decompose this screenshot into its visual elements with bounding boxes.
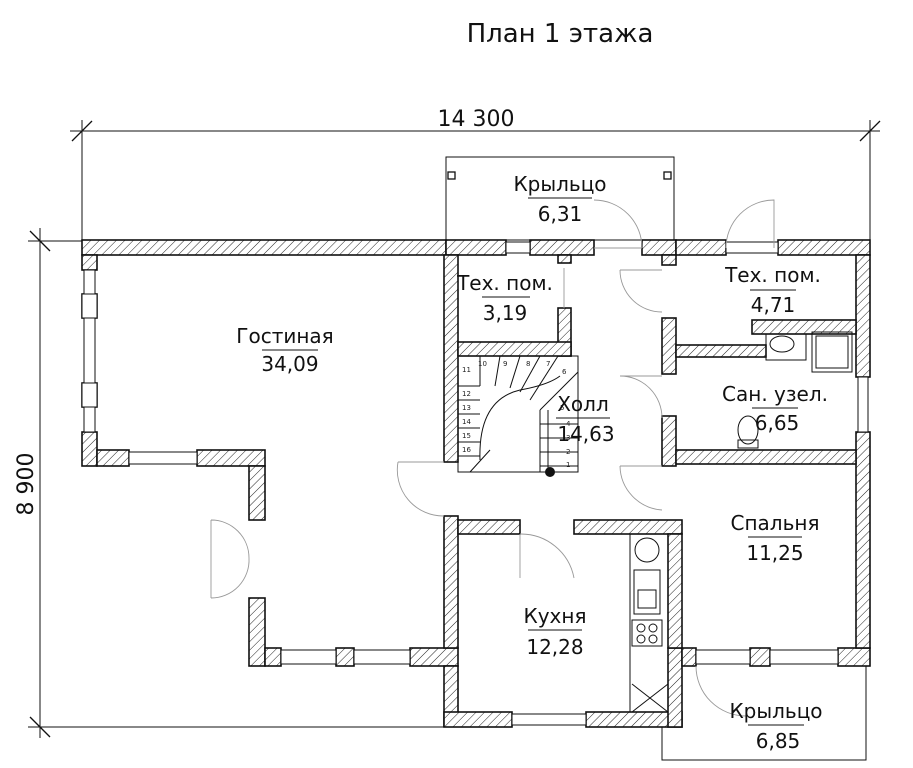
room-bedroom-name: Спальня: [731, 511, 820, 535]
stair-step-13: 13: [462, 404, 471, 412]
room-bathroom-area: 6,65: [755, 411, 800, 435]
room-tech-1-name: Тех. пом.: [456, 271, 553, 295]
plan-title: План 1 этажа: [467, 19, 654, 49]
room-kitchen-name: Кухня: [524, 604, 587, 628]
width-dimension: 14 300: [70, 107, 881, 240]
kitchen-counter: [629, 533, 669, 713]
stair-step-10: 10: [478, 360, 487, 368]
stair-step-2: 2: [566, 448, 570, 456]
stair-step-9: 9: [503, 360, 507, 368]
stair-step-12: 12: [462, 390, 471, 398]
room-bedroom: Спальня 11,25: [731, 511, 820, 565]
room-tech-2-name: Тех. пом.: [724, 263, 821, 287]
room-bathroom-name: Сан. узел.: [722, 382, 828, 406]
room-labels: Крыльцо 6,31 Гостиная 34,09 Тех. пом. 3,…: [236, 172, 828, 753]
room-porch-top-name: Крыльцо: [513, 172, 606, 196]
stair-step-7: 7: [546, 360, 550, 368]
room-bedroom-area: 11,25: [746, 541, 803, 565]
stair-step-16: 16: [462, 446, 471, 454]
stair-step-11: 11: [462, 366, 471, 374]
room-hall-area: 14,63: [557, 422, 614, 446]
room-living-name: Гостиная: [236, 324, 333, 348]
stair-step-6: 6: [562, 368, 567, 376]
bottom-porch: [661, 662, 867, 761]
height-dimension-label: 8 900: [14, 453, 39, 516]
room-porch-bottom-area: 6,85: [756, 729, 801, 753]
stair-step-3: 3: [566, 434, 570, 442]
width-dimension-label: 14 300: [438, 107, 515, 132]
room-living: Гостиная 34,09: [236, 324, 333, 376]
room-living-area: 34,09: [261, 352, 318, 376]
room-tech-2-area: 4,71: [751, 293, 796, 317]
room-hall-name: Холл: [557, 392, 609, 416]
room-porch-top: Крыльцо 6,31: [513, 172, 606, 226]
room-bathroom: Сан. узел. 6,65: [722, 382, 828, 435]
room-kitchen-area: 12,28: [526, 635, 583, 659]
doors: [210, 199, 775, 717]
room-porch-bottom: Крыльцо 6,85: [729, 699, 822, 753]
windows: [81, 241, 869, 726]
bathroom-fixtures: [737, 331, 853, 449]
room-tech-2: Тех. пом. 4,71: [724, 263, 821, 317]
room-porch-bottom-name: Крыльцо: [729, 699, 822, 723]
stair-step-4: 4: [566, 420, 571, 428]
room-porch-top-area: 6,31: [538, 202, 583, 226]
exterior-walls: [81, 239, 871, 728]
room-tech-1-area: 3,19: [483, 301, 528, 325]
staircase: 1 2 3 4 5 6 7 8 9 10 11 12 13 14 15 16: [457, 355, 579, 477]
interior-walls: [443, 254, 857, 649]
room-kitchen: Кухня 12,28: [524, 604, 587, 659]
room-tech-1: Тех. пом. 3,19: [456, 271, 553, 325]
room-hall: Холл 14,63: [556, 392, 615, 446]
stair-step-8: 8: [526, 360, 530, 368]
stair-step-15: 15: [462, 432, 471, 440]
stair-step-14: 14: [462, 418, 471, 426]
height-dimension: 8 900: [14, 228, 450, 738]
stair-step-5: 5: [560, 404, 564, 412]
stair-step-1: 1: [566, 461, 570, 469]
